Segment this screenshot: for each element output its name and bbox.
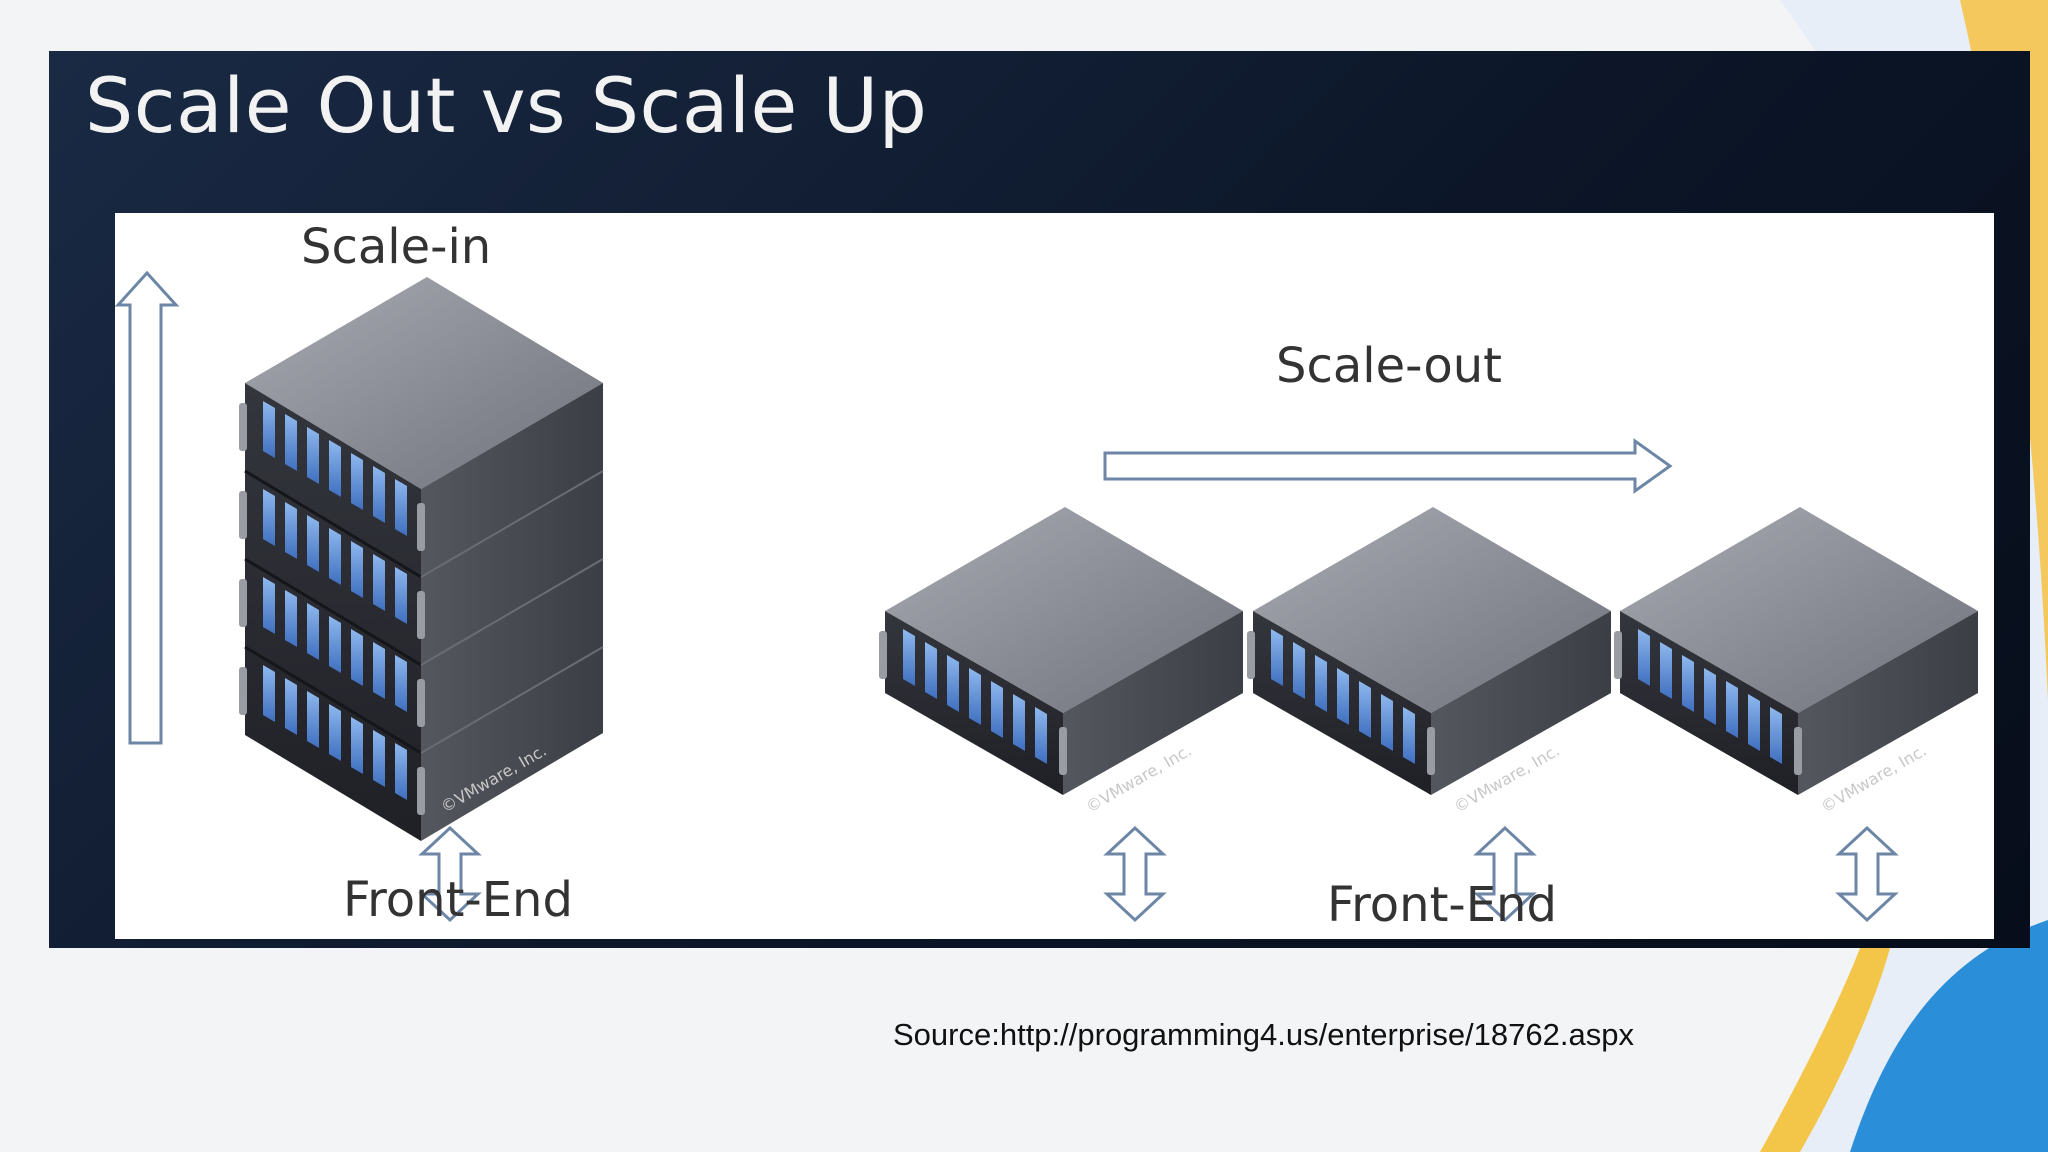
double-arrow-icon-server-3	[1835, 825, 1899, 923]
scale-out-arrow-icon	[1103, 438, 1673, 494]
stacked-server-icon: ©VMware, Inc.	[239, 277, 604, 841]
front-end-label-right: Front-End	[1327, 877, 1557, 933]
slide-frame: Scale Out vs Scale Up	[49, 51, 2030, 948]
server-icon-1: ©VMware, Inc.	[879, 507, 1243, 816]
slide-title: Scale Out vs Scale Up	[85, 61, 928, 150]
server-icon-3: ©VMware, Inc.	[1614, 507, 1978, 816]
diagram-graphics: ©VMware, Inc. ©VMware, Inc.	[115, 270, 1978, 923]
double-arrow-icon-server-2	[1473, 825, 1537, 923]
server-icon-2: ©VMware, Inc.	[1247, 507, 1611, 816]
scale-in-label: Scale-in	[301, 219, 492, 275]
source-citation: Source:http://programming4.us/enterprise…	[893, 1017, 1634, 1052]
double-arrow-icon-server-1	[1103, 825, 1167, 923]
double-arrow-icon-left	[418, 825, 482, 923]
scale-in-arrow-icon	[115, 270, 180, 745]
diagram-panel: ©VMware, Inc. ©VMware, Inc.	[115, 213, 1994, 939]
scale-out-label: Scale-out	[1276, 338, 1502, 394]
front-end-label-left: Front-End	[343, 872, 573, 928]
